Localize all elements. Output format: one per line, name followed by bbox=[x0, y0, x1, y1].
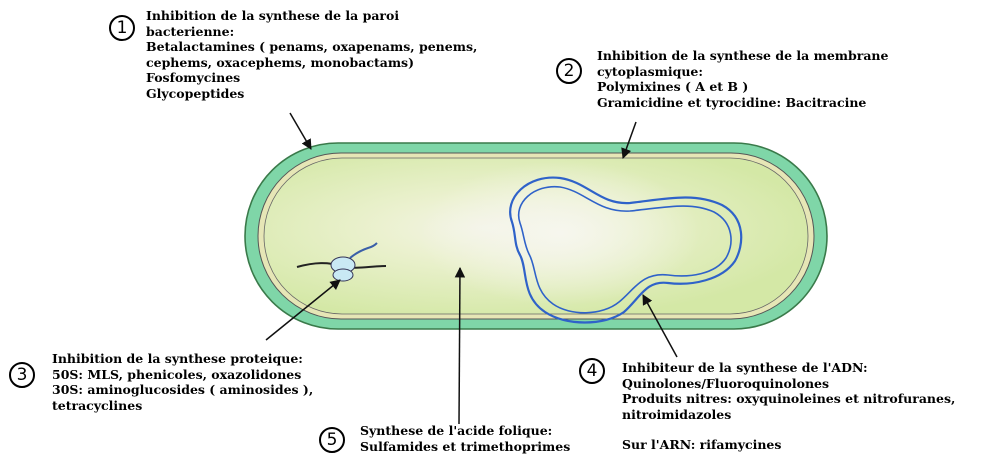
label-folic-acid-synthesis: Synthese de l'acide folique: Sulfamides … bbox=[360, 423, 570, 454]
label-1-line-6: Glycopeptides bbox=[146, 86, 477, 102]
label-3-line-1: Inhibition de la synthese proteique: bbox=[52, 351, 313, 367]
label-2-line-2: cytoplasmique: bbox=[597, 64, 888, 80]
label-cell-wall-inhibition: Inhibition de la synthese de la paroi ba… bbox=[146, 8, 477, 101]
label-1-line-2: bacterienne: bbox=[146, 24, 477, 40]
label-2-line-3: Polymixines ( A et B ) bbox=[597, 79, 888, 95]
label-4-line-2: Quinolones/Fluoroquinolones bbox=[622, 376, 955, 392]
label-2-line-4: Gramicidine et tyrocidine: Bacitracine bbox=[597, 95, 888, 111]
label-4-line-4: nitroimidazoles bbox=[622, 407, 955, 423]
number-badge-5: 5 bbox=[319, 427, 345, 453]
number-badge-4: 4 bbox=[579, 358, 605, 384]
label-3-line-4: tetracyclines bbox=[52, 398, 313, 414]
arrow-folic-acid bbox=[459, 268, 460, 424]
label-5-line-2: Sulfamides et trimethoprimes bbox=[360, 439, 570, 455]
label-1-line-4: cephems, oxacephems, monobactams) bbox=[146, 55, 477, 71]
arrow-cell-wall bbox=[290, 113, 311, 149]
label-1-line-1: Inhibition de la synthese de la paroi bbox=[146, 8, 477, 24]
ribosome-small-subunit bbox=[333, 269, 353, 281]
number-badge-2: 2 bbox=[556, 58, 582, 84]
label-membrane-inhibition: Inhibition de la synthese de la membrane… bbox=[597, 48, 888, 110]
number-badge-3: 3 bbox=[9, 362, 35, 388]
number-badge-1: 1 bbox=[109, 15, 135, 41]
label-1-line-5: Fosfomycines bbox=[146, 70, 477, 86]
label-3-line-3: 30S: aminoglucosides ( aminosides ), bbox=[52, 382, 313, 398]
label-4-line-1: Inhibiteur de la synthese de l'ADN: bbox=[622, 360, 955, 376]
label-dna-synthesis-inhibition: Inhibiteur de la synthese de l'ADN: Quin… bbox=[622, 360, 955, 453]
label-2-line-1: Inhibition de la synthese de la membrane bbox=[597, 48, 888, 64]
label-protein-synthesis-inhibition: Inhibition de la synthese proteique: 50S… bbox=[52, 351, 313, 413]
label-1-line-3: Betalactamines ( penams, oxapenams, pene… bbox=[146, 39, 477, 55]
label-5-line-1: Synthese de l'acide folique: bbox=[360, 423, 570, 439]
label-4-rna-line: Sur l'ARN: rifamycines bbox=[622, 437, 955, 453]
label-3-line-2: 50S: MLS, phenicoles, oxazolidones bbox=[52, 367, 313, 383]
label-4-line-3: Produits nitres: oxyquinoleines et nitro… bbox=[622, 391, 955, 407]
